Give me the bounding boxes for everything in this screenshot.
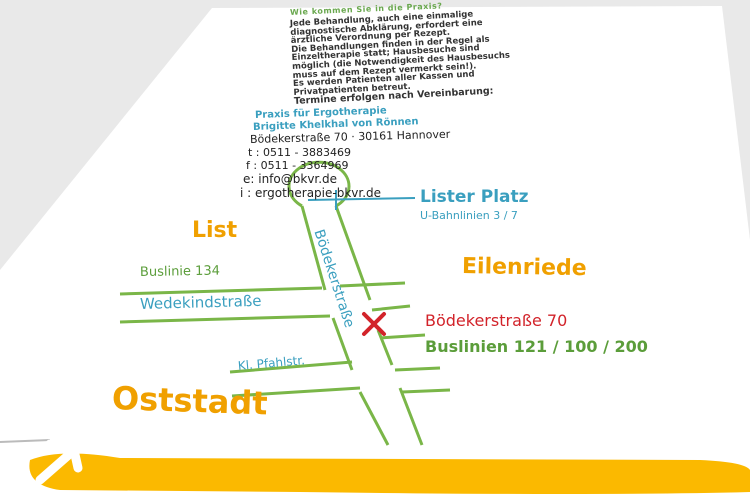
wedekindstrasse-label: Wedekindstraße [139,291,262,313]
practice-email[interactable]: e: info@bkvr.de [243,172,338,186]
ubahn-label: U-Bahnlinien 3 / 7 [420,209,518,222]
destination-marker-icon [362,312,386,336]
lister-platz-circle [287,160,351,208]
buslinie-134-label: Buslinie 134 [139,263,221,280]
lister-platz-label: Lister Platz [420,187,529,207]
buslinien-label: Buslinien 121 / 100 / 200 [425,337,648,356]
flyer-paragraph: Jede Behandlung, auch eine einmalige dia… [290,9,512,107]
street-south-east [394,366,451,394]
wedekindstrasse-top [119,286,323,296]
arrow-icon [35,439,83,485]
kl-pfahlstr-bottom [231,386,361,398]
yellow-stripe [29,453,750,494]
district-oststadt: Oststadt [111,379,269,423]
practice-fax: f : 0511 - 3364969 [246,159,349,172]
district-eilenriede: Eilenriede [461,254,587,282]
paper-sheet [0,6,750,500]
street-east-right [371,304,426,340]
wedekindstrasse-bottom [119,314,331,324]
district-list: List [192,218,238,243]
street-east-top [339,281,406,288]
practice-website[interactable]: i : ergotherapie-bkvr.de [240,186,382,200]
destination-label: Bödekerstraße 70 [425,311,568,330]
map-roads [119,160,451,446]
practice-phone: t : 0511 - 3883469 [248,146,351,159]
paper-edge-shadow [0,439,51,443]
ubahn-line [307,190,416,210]
kl-pfahlstr-top [229,360,353,374]
